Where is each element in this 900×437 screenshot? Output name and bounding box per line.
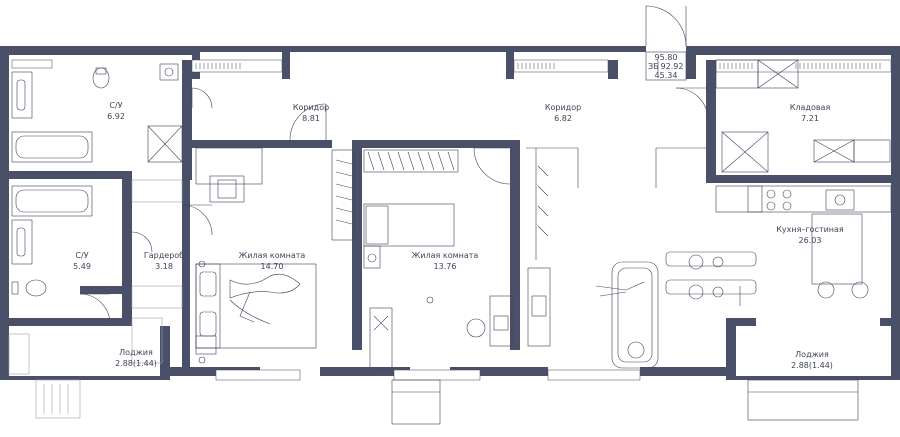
info-area-c: 45.34 [655,71,678,80]
info-code: ЗБ [648,62,659,71]
room-area-corridor2: 6.82 [554,114,572,123]
room-area-kitchen: 26.03 [799,236,822,245]
room-area-bath2: 5.49 [73,262,91,271]
bathroom-1-fixtures [11,63,183,163]
wardrobe-shelves [8,179,183,375]
info-area-b: 92.92 [661,62,684,71]
room-name-bath2: С/У [75,251,88,260]
room-area-bath1: 6.92 [107,112,125,121]
room-area-storage: 7.21 [801,114,819,123]
room-name-living2: Жилая комната [412,251,479,260]
room-2-furniture [363,149,513,369]
room-area-living2: 13.76 [434,262,457,271]
bathroom-2-fixtures [11,185,93,297]
room-name-storage: Кладовая [790,103,831,112]
corridor-2-furniture [527,148,659,369]
room-area-loggia2: 2.88(1.44) [791,361,833,370]
room-name-living1: Жилая комната [239,251,306,260]
area-info-box: 95.80 ЗБ 92.92 45.34 [645,51,687,81]
room-name-wardrobe: Гардероб [144,251,184,260]
walls [0,46,900,380]
balcony-railings [391,379,859,425]
room-name-bath1: С/У [109,101,122,110]
kitchen-furniture [665,185,892,306]
room-area-wardrobe: 3.18 [155,262,173,271]
windows [11,59,892,381]
room-area-corridor1: 8.81 [302,114,320,123]
room-area-living1: 14.70 [261,262,284,271]
doors [79,5,709,325]
room-1-furniture [195,147,355,364]
room-name-loggia2: Лоджия [795,350,829,359]
info-total: 95.80 [655,53,678,62]
room-name-corridor2: Коридор [545,103,581,112]
room-name-corridor1: Коридор [293,103,329,112]
room-labels: С/У 6.92 С/У 5.49 Коридор 8.81 Коридор 6… [73,101,844,370]
storage-shelves [715,59,891,173]
room-name-kitchen: Кухня–гостиная [776,225,844,234]
room-name-loggia1: Лоджия [119,348,153,357]
loggia-1-furniture [35,379,81,419]
room-area-loggia1: 2.88(1.44) [115,359,157,368]
